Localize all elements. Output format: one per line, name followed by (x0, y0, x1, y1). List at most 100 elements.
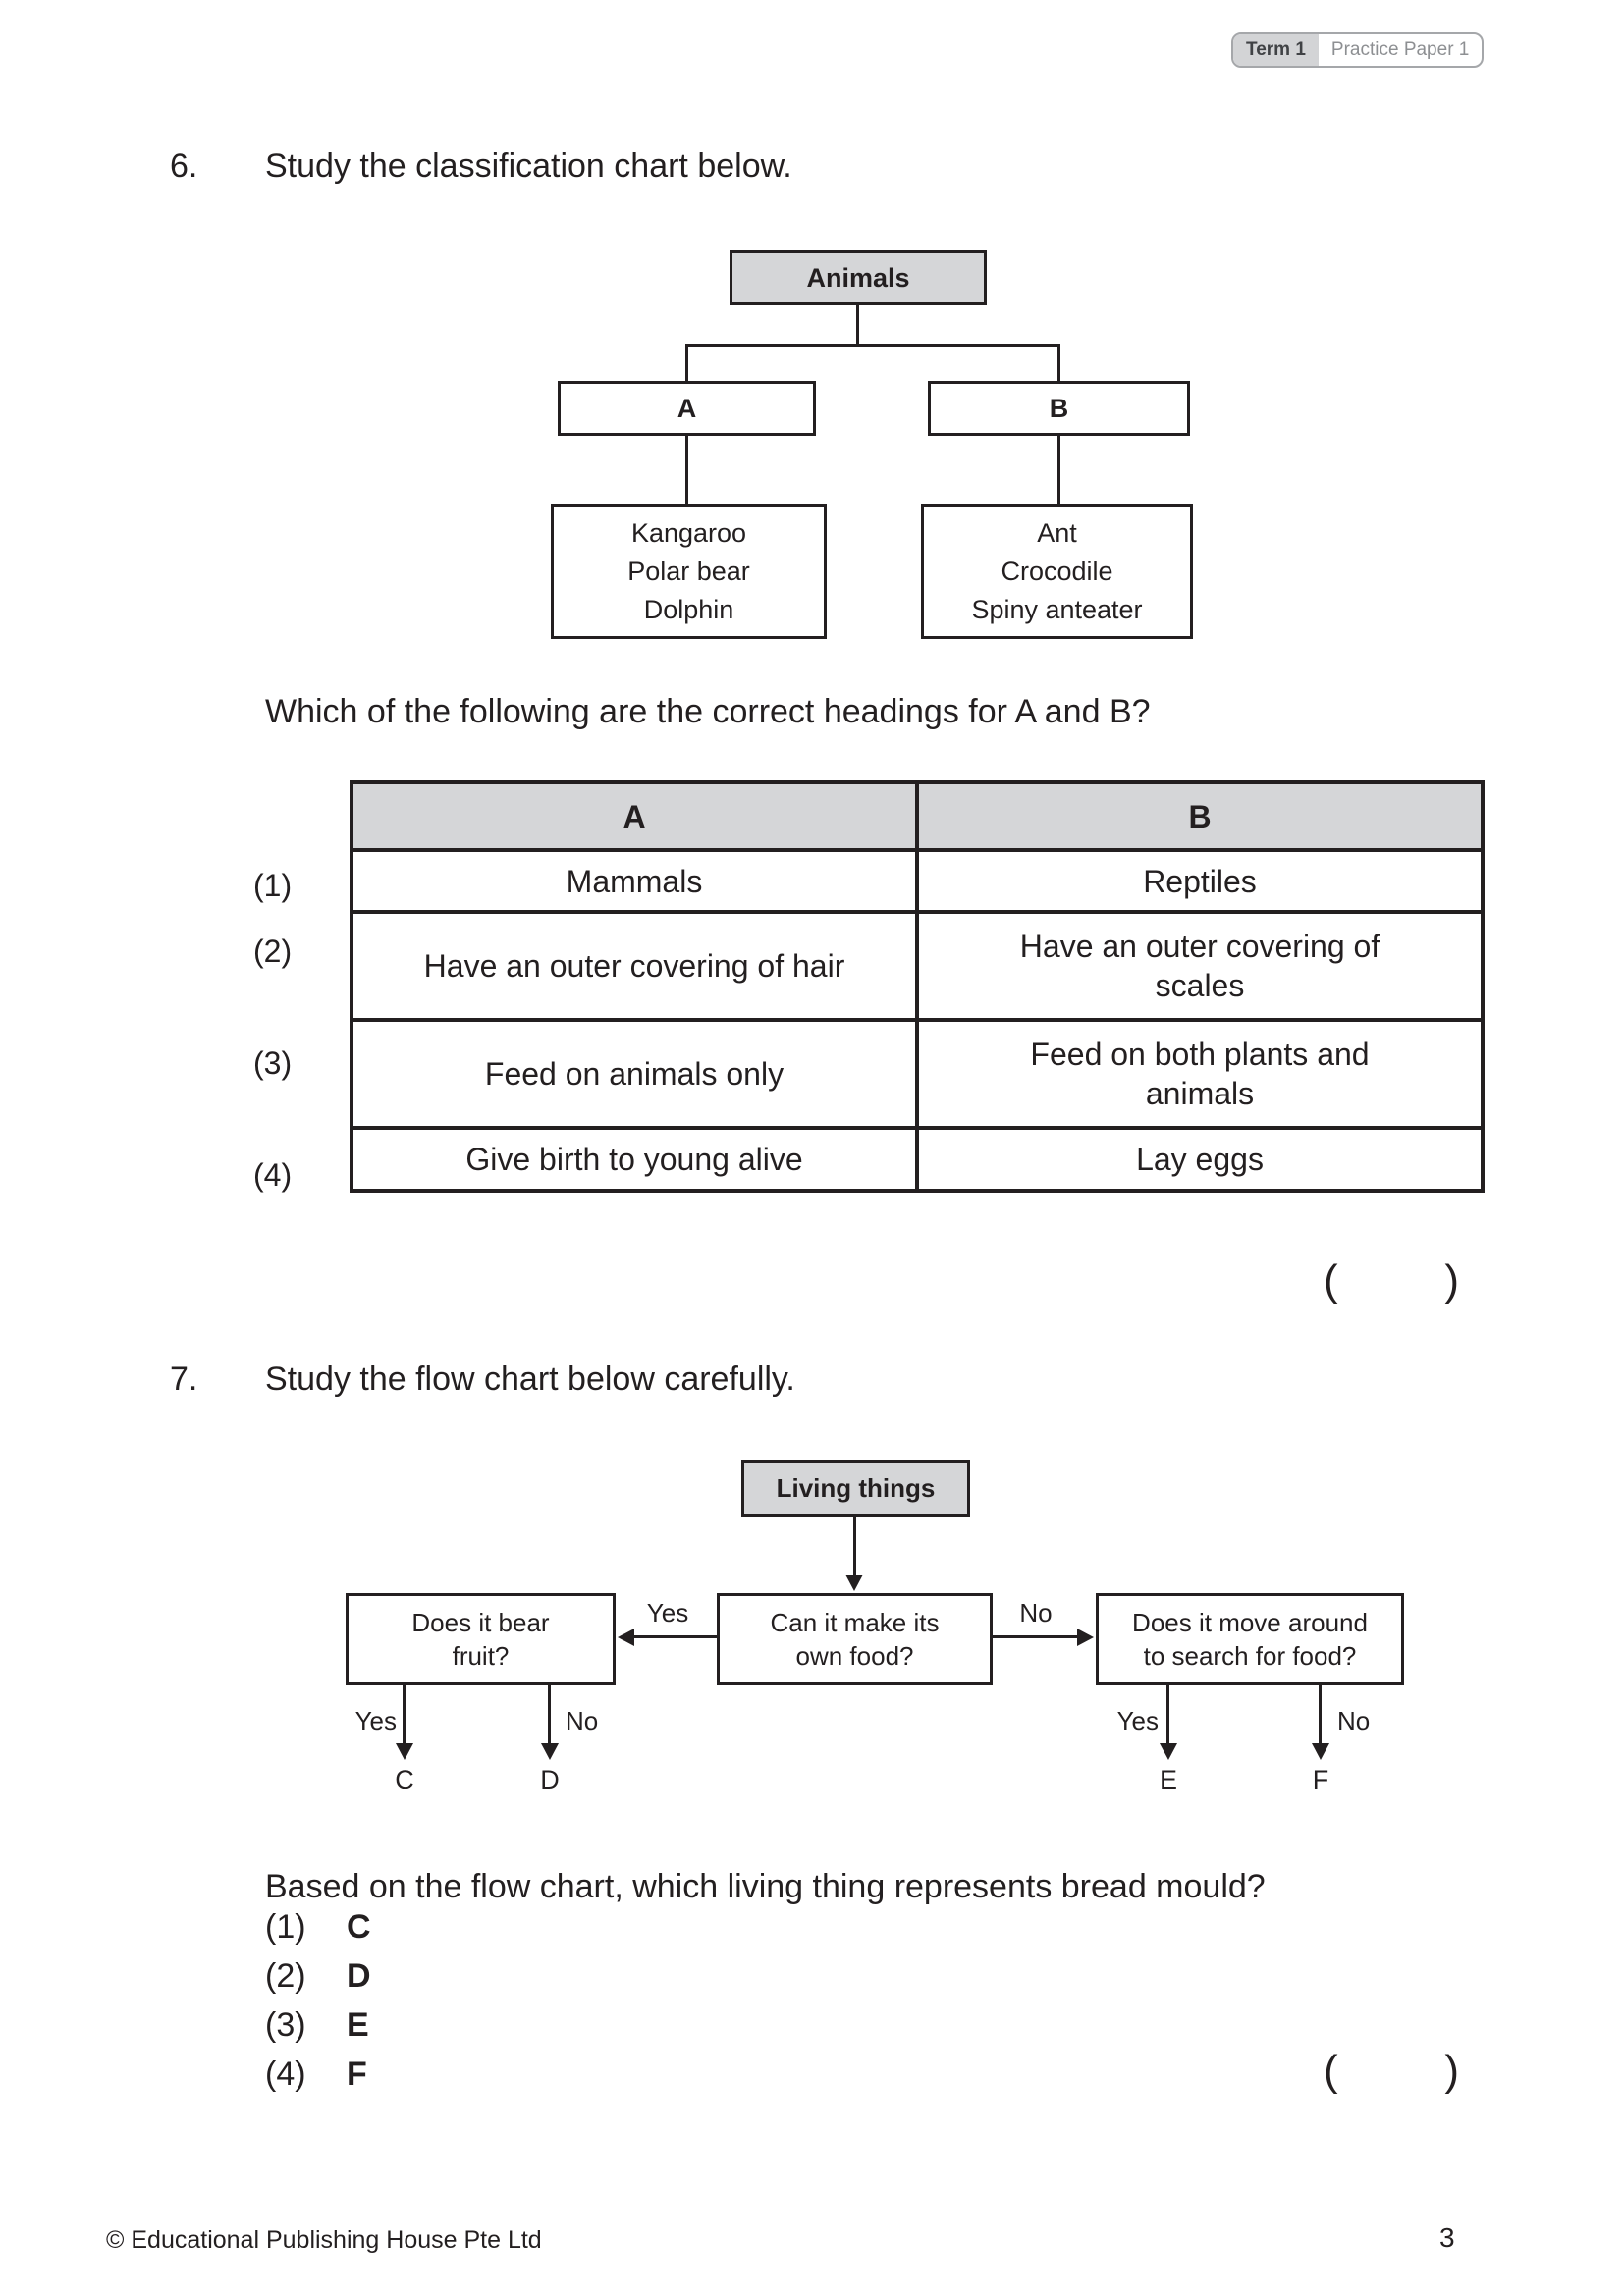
yes-label: Yes (646, 1598, 689, 1628)
arrow-down-icon (1160, 1743, 1177, 1760)
group-a-item: Polar bear (627, 556, 750, 586)
flow-right-box: Does it move around to search for food? (1096, 1593, 1404, 1685)
flow-left-box: Does it bear fruit? (346, 1593, 616, 1685)
q6-row-label-3: (3) (253, 1045, 293, 1081)
connector-line (853, 1517, 856, 1575)
outcome-f: F (1312, 1765, 1329, 1794)
cell-2b: Have an outer covering of scales (1019, 929, 1380, 1003)
flow-center-line2: own food? (795, 1641, 914, 1671)
table-row: Mammals Reptiles (350, 848, 1485, 914)
arrow-right-icon (1077, 1629, 1094, 1646)
q7-options: (1) C (2) D (3) E (4) F (265, 1902, 371, 2099)
option-1-value: C (347, 1907, 371, 1946)
option-1-label: (1) (265, 1907, 306, 1946)
connector-line (632, 1635, 717, 1638)
group-b-item: Spiny anteater (971, 594, 1143, 624)
open-paren: ( (1324, 1256, 1338, 1305)
cell-1b: Reptiles (1143, 863, 1257, 899)
q6-options-table: A B Mammals Reptiles Have an outer cover… (350, 780, 1485, 1193)
flow-center-line1: Can it make its (770, 1608, 940, 1637)
arrow-down-icon (396, 1743, 413, 1760)
arrow-left-icon (618, 1629, 634, 1646)
outcome-c: C (395, 1765, 414, 1794)
table-row: Feed on animals only Feed on both plants… (350, 1018, 1485, 1130)
group-a-item: Kangaroo (630, 517, 747, 548)
chart-node-a-label: A (677, 393, 697, 423)
cell-3b: Feed on both plants and animals (1030, 1037, 1370, 1111)
cell-2a: Have an outer covering of hair (423, 948, 845, 984)
open-paren: ( (1324, 2047, 1338, 2095)
q6-row-label-2: (2) (253, 934, 293, 969)
connector-line (1057, 344, 1060, 381)
flow-right-line2: to search for food? (1143, 1641, 1357, 1671)
option-row: (2) D (265, 1951, 371, 2001)
option-row: (3) E (265, 2001, 371, 2050)
arrow-down-icon (541, 1743, 559, 1760)
option-row: (1) C (265, 1902, 371, 1951)
page-number: 3 (1439, 2222, 1455, 2253)
term-label: Term 1 (1233, 34, 1319, 66)
group-b-item: Crocodile (1001, 556, 1113, 586)
option-4-label: (4) (265, 2055, 306, 2093)
term-badge: Term 1 Practice Paper 1 (1231, 32, 1485, 68)
table-row: Have an outer covering of hair Have an o… (350, 910, 1485, 1022)
arrow-down-icon (845, 1575, 863, 1591)
option-3-value: E (347, 2005, 369, 2044)
cell-1a: Mammals (566, 863, 703, 899)
option-row: (4) F (265, 2050, 371, 2099)
table-header-a: A (350, 780, 919, 852)
arrow-down-icon (1312, 1743, 1329, 1760)
chart-node-b-box: B (928, 381, 1190, 436)
connector-line (1057, 436, 1060, 504)
table-row: Give birth to young alive Lay eggs (350, 1126, 1485, 1193)
option-3-label: (3) (265, 2005, 306, 2044)
flow-root-box: Living things (741, 1460, 970, 1517)
chart-node-b-label: B (1049, 393, 1069, 423)
group-b-item: Ant (1037, 517, 1077, 548)
q7-answer-bracket: ( ) (1324, 2044, 1459, 2099)
flow-left-line2: fruit? (452, 1641, 510, 1671)
connector-line (993, 1635, 1079, 1638)
q6-answer-bracket: ( ) (1324, 1254, 1459, 1308)
chart-group-b-box: Ant Crocodile Spiny anteater (921, 504, 1193, 639)
copyright-text: © Educational Publishing House Pte Ltd (106, 2226, 542, 2254)
connector-line (1319, 1685, 1322, 1744)
connector-line (403, 1685, 406, 1744)
q6-prompt: Study the classification chart below. (265, 147, 792, 185)
cell-3a: Feed on animals only (484, 1056, 785, 1092)
close-paren: ) (1444, 1256, 1459, 1305)
q6-question: Which of the following are the correct h… (265, 693, 1151, 730)
connector-line (1166, 1685, 1169, 1744)
yes-label: Yes (354, 1706, 397, 1735)
yes-label: Yes (1116, 1706, 1159, 1735)
no-label: No (566, 1706, 599, 1735)
q6-row-label-4: (4) (253, 1157, 293, 1193)
connector-line (685, 436, 688, 504)
flow-left-line1: Does it bear (411, 1608, 550, 1637)
q7-number: 7. (170, 1361, 198, 1398)
chart-root-label: Animals (806, 262, 910, 293)
no-label: No (1019, 1598, 1053, 1628)
connector-line (856, 305, 859, 347)
cell-4b: Lay eggs (1136, 1142, 1264, 1177)
cell-4a: Give birth to young alive (465, 1142, 803, 1177)
q6-row-label-1: (1) (253, 868, 293, 903)
chart-node-a-box: A (558, 381, 816, 436)
connector-line (685, 344, 688, 381)
close-paren: ) (1444, 2047, 1459, 2095)
option-4-value: F (347, 2055, 367, 2093)
no-label: No (1337, 1706, 1371, 1735)
q7-question: Based on the flow chart, which living th… (265, 1868, 1266, 1905)
flow-center-box: Can it make its own food? (717, 1593, 993, 1685)
flow-root-label: Living things (776, 1472, 936, 1503)
q7-prompt: Study the flow chart below carefully. (265, 1361, 795, 1398)
group-a-item: Dolphin (643, 594, 734, 624)
option-2-label: (2) (265, 1956, 306, 1995)
outcome-d: D (540, 1765, 560, 1794)
practice-paper-label: Practice Paper 1 (1330, 39, 1470, 60)
flow-right-line1: Does it move around (1132, 1608, 1368, 1637)
chart-root-box: Animals (730, 250, 987, 305)
outcome-e: E (1159, 1765, 1177, 1794)
q6-number: 6. (170, 147, 198, 185)
